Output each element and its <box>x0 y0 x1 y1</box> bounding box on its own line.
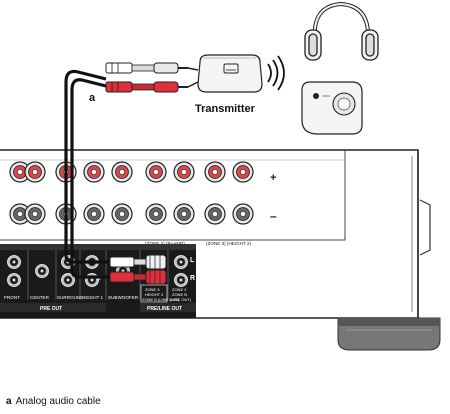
subwoofer-label: SUBWOOFER <box>108 295 139 300</box>
channel-r-small-label: R <box>97 276 101 282</box>
speaker-terminal <box>173 161 195 183</box>
speaker-terminal <box>173 203 195 225</box>
lower-rca-white <box>109 254 167 270</box>
speaker-terminal <box>204 203 226 225</box>
zone3-line-1: ZONE 3 <box>145 287 160 292</box>
speaker-terminal <box>9 161 31 183</box>
center-label: CENTER <box>30 295 50 300</box>
speaker-terminal <box>111 203 133 225</box>
wireless-signal-icon <box>267 55 285 91</box>
cable-marker: a <box>89 92 96 104</box>
zone3-height2-label: (ZONE 3) (HEIGHT 2) <box>206 241 252 246</box>
polarity-plus-label: + <box>270 172 276 184</box>
zone3-line-3: ZONE B (LINE OUT) <box>142 297 180 302</box>
speaker-terminal <box>111 161 133 183</box>
rca-jack <box>7 255 21 269</box>
zone3-block-label: ZONE 3 HEIGHT 2 ZONE B (LINE OUT) <box>140 284 180 303</box>
front-label: FRONT <box>4 295 20 300</box>
speaker-terminal <box>24 161 46 183</box>
rca-jack <box>35 264 49 278</box>
surround-label: SURROUND <box>57 295 84 300</box>
caption-text: Analog audio cable <box>15 396 101 407</box>
transmitter-device <box>187 54 263 93</box>
rca-jack <box>61 273 75 287</box>
rca-jack <box>174 273 188 287</box>
speaker-terminal <box>145 161 167 183</box>
zone2-line-1: ZONE 2 <box>172 287 187 292</box>
receiver-body <box>0 149 431 319</box>
zone2-biamp-label: (ZONE 2) (BI-AMP) <box>145 241 185 246</box>
rca-jack <box>174 255 188 269</box>
zone3-line-2: HEIGHT 2 <box>145 292 164 297</box>
receiver-foot <box>337 317 441 351</box>
polarity-minus-label: – <box>270 209 277 223</box>
lower-rca-red <box>109 269 167 285</box>
speaker-terminal <box>9 203 31 225</box>
height1-label: HEIGHT 1 <box>82 295 104 300</box>
channel-l-label: L <box>190 257 195 264</box>
speaker-terminals <box>9 161 254 225</box>
headphone-base-unit <box>301 81 363 135</box>
speaker-terminal <box>83 161 105 183</box>
speaker-terminal <box>232 161 254 183</box>
upper-rca-white <box>105 62 188 74</box>
pre-line-out-label: PRE/LINE OUT <box>147 306 182 312</box>
upper-rca-red <box>105 81 188 93</box>
speaker-terminal <box>83 203 105 225</box>
zone2-block-label: ZONE 2 ZONE B (LINE OUT) <box>170 287 192 302</box>
transmitter-label: Transmitter <box>195 103 256 115</box>
pre-out-label: PRE OUT <box>40 306 62 312</box>
headphones-icon <box>304 1 379 61</box>
zone2-line-2: ZONE B <box>172 292 187 297</box>
channel-r-label: R <box>190 275 195 282</box>
zone2-line-3: (LINE OUT) <box>170 297 192 302</box>
analog-audio-cable <box>64 62 188 285</box>
rca-jack <box>7 273 21 287</box>
speaker-terminal <box>232 203 254 225</box>
caption-marker: a <box>6 396 12 407</box>
speaker-terminal <box>204 161 226 183</box>
speaker-terminal <box>24 203 46 225</box>
speaker-terminal <box>145 203 167 225</box>
